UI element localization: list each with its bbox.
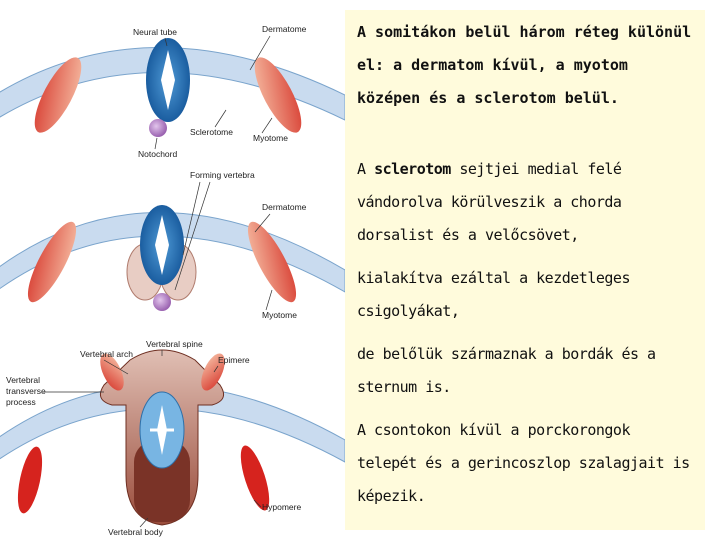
myotome-right-2 [247, 221, 297, 303]
paragraph-ribs: de belőlük származnak a bordák és a ster… [357, 338, 705, 404]
para5-line3: képezik. [357, 487, 426, 505]
notochord-2 [153, 293, 171, 311]
para5-line2: telepét és a gerincoszlop szalagjait is [357, 454, 690, 472]
epimere-right [201, 353, 225, 391]
label-epimere: Epimere [218, 355, 250, 365]
label-dermatome-2: Dermatome [262, 202, 307, 212]
hypomere-left [17, 446, 43, 514]
paragraph-sclerotome: A sclerotom sejtjei medial felé vándorol… [357, 153, 705, 252]
label-myotome-2: Myotome [262, 310, 297, 320]
para2-prefix: A [357, 160, 375, 178]
vertebral-body [134, 440, 190, 522]
label-vertebral-arch: Vertebral arch [80, 349, 133, 359]
label-vertebral-transverse-process-3: process [6, 397, 36, 407]
epimere-left [100, 353, 124, 391]
text-panel: A somitákon belül három réteg különül el… [345, 10, 705, 530]
label-vertebral-transverse-process-2: transverse [6, 386, 46, 396]
para2-line1: A sclerotom sejtjei medial felé [357, 153, 705, 186]
somite-differentiation-diagram: Neural tube Dermatome Myotome Sclerotome… [0, 24, 345, 537]
dermomyotome-right [254, 57, 302, 133]
myotome-left-2 [27, 221, 77, 303]
paragraph-vertebrae: kialakítva ezáltal a kezdetleges csigoly… [357, 262, 705, 328]
label-vertebral-body: Vertebral body [108, 527, 164, 537]
label-notochord: Notochord [138, 149, 177, 159]
hypomere-right [240, 445, 270, 511]
label-dermatome-1: Dermatome [262, 24, 307, 34]
para4-line2: sternum is. [357, 378, 451, 396]
label-vertebral-spine: Vertebral spine [146, 339, 203, 349]
paragraph-layers: A somitákon belül három réteg különül el… [357, 16, 705, 115]
label-sclerotome: Sclerotome [190, 127, 233, 137]
para1-line3: középen és a sclerotom belül. [357, 89, 619, 107]
label-forming-vertebra: Forming vertebra [190, 170, 255, 180]
para5-line1: A csontokon kívül a porckorongok [357, 421, 630, 439]
para4-line1: de belőlük származnak a bordák és a [357, 345, 656, 363]
stage-2-panel: Forming vertebra Dermatome Myotome [0, 170, 345, 320]
para3-line2: csigolyákat, [357, 302, 460, 320]
para2-line3: dorsalist és a velőcsövet, [357, 226, 579, 244]
para2-bold-term: sclerotom [374, 160, 451, 178]
para1-line1: A somitákon belül három réteg különül [357, 23, 692, 41]
label-vertebral-transverse-process-1: Vertebral [6, 375, 40, 385]
label-neural-tube: Neural tube [133, 27, 177, 37]
para1-line2: el: a dermatom kívül, a myotom [357, 56, 628, 74]
paragraph-discs: A csontokon kívül a porckorongok telepét… [357, 414, 705, 513]
neural-canal [161, 50, 175, 110]
stage-3-panel: Vertebral arch Vertebral spine Epimere V… [0, 339, 345, 537]
neural-canal-2 [155, 215, 169, 275]
label-hypomere: Hypomere [262, 502, 301, 512]
stage-1-panel: Neural tube Dermatome Myotome Sclerotome… [0, 24, 345, 159]
label-myotome-1: Myotome [253, 133, 288, 143]
para3-line1: kialakítva ezáltal a kezdetleges [357, 269, 630, 287]
para2-line2: vándorolva körülveszik a chorda [357, 193, 622, 211]
dermomyotome-left [34, 57, 82, 133]
para2-rest: sejtjei medial felé [450, 160, 622, 178]
notochord [149, 119, 167, 137]
